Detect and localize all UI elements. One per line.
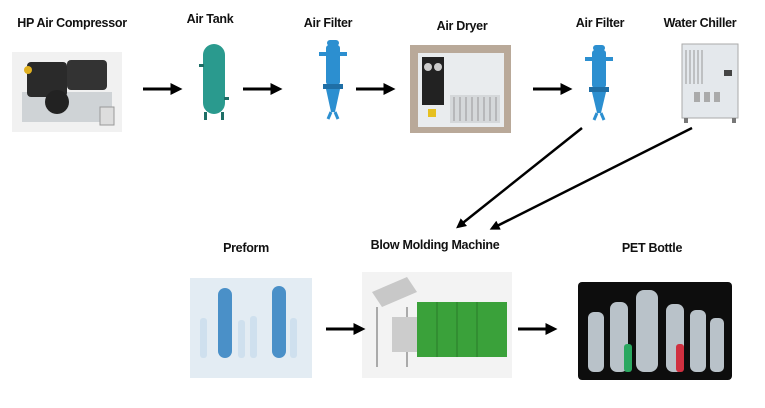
air-filter-image-2	[585, 45, 613, 121]
label-filter-2: Air Filter	[575, 16, 625, 30]
label-filter-1: Air Filter	[303, 16, 353, 30]
arrow-chiller-machine	[489, 126, 693, 230]
arrow-filter-machine	[456, 127, 583, 229]
label-compressor: HP Air Compressor	[17, 16, 127, 30]
air-tank-image	[199, 44, 229, 120]
air-filter-image	[319, 40, 347, 120]
air-compressor-image	[12, 52, 122, 132]
label-bottle: PET Bottle	[621, 241, 683, 255]
label-dryer: Air Dryer	[436, 19, 488, 33]
preform-image	[190, 278, 312, 378]
water-chiller-image	[681, 43, 739, 123]
pet-bottle-image	[578, 282, 732, 380]
label-machine: Blow Molding Machine	[370, 238, 500, 252]
label-chiller: Water Chiller	[663, 16, 737, 30]
blow-molding-machine-image	[362, 272, 512, 378]
label-preform: Preform	[223, 241, 269, 255]
air-dryer-image	[410, 45, 511, 133]
label-tank: Air Tank	[186, 12, 234, 26]
